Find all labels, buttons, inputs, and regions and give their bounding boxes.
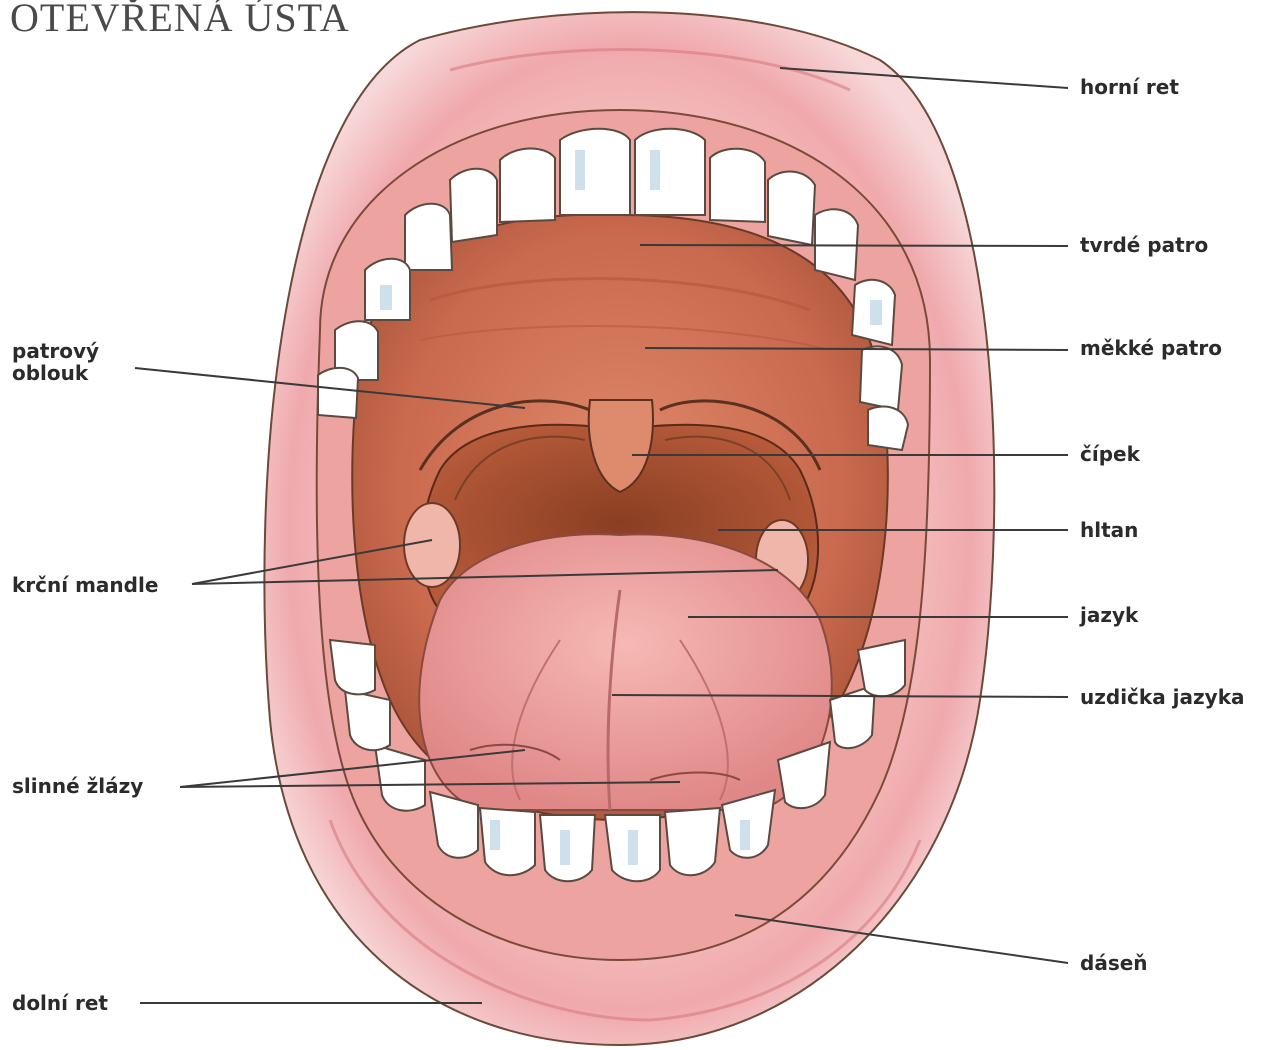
diagram-title: OTEVŘENÁ ÚSTA	[10, 0, 350, 41]
label-patrovy-oblouk-line1: patrový	[12, 340, 99, 362]
label-horni-ret: horní ret	[1080, 76, 1179, 98]
label-dasen: dáseň	[1080, 952, 1148, 974]
label-slinne-zlazy: slinné žlázy	[12, 775, 143, 797]
label-jazyk: jazyk	[1080, 604, 1138, 626]
label-dolni-ret: dolní ret	[12, 992, 108, 1014]
label-hltan: hltan	[1080, 519, 1138, 541]
label-cipek: čípek	[1080, 443, 1140, 465]
label-uzdicka-jazyka: uzdička jazyka	[1080, 686, 1245, 708]
leader-tvrde-patro	[640, 245, 1068, 246]
tonsil-left	[404, 503, 460, 587]
label-patrovy-oblouk: patrový oblouk	[12, 340, 99, 384]
label-tvrde-patro: tvrdé patro	[1080, 234, 1208, 256]
label-patrovy-oblouk-line2: oblouk	[12, 362, 99, 384]
label-mekke-patro: měkké patro	[1080, 337, 1222, 359]
label-krcni-mandle: krční mandle	[12, 574, 158, 596]
tongue-shape	[419, 534, 832, 810]
